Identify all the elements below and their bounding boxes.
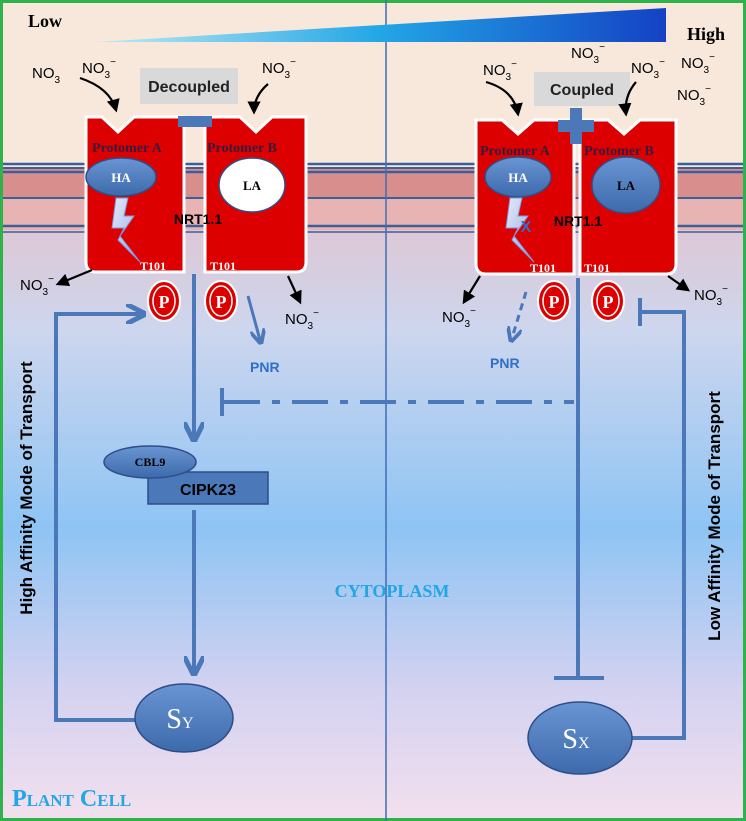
nitrate-ion-label: NO3−	[571, 42, 605, 66]
nitrate-ion-label: NO3−	[20, 274, 54, 298]
ha-site-right	[484, 156, 552, 198]
coupled-label-box	[534, 72, 630, 106]
signal-bolt-icon	[111, 197, 141, 263]
protomer-b-label-left: Protomer B	[207, 141, 277, 156]
nitrate-ion-label: NO3−	[694, 284, 728, 308]
coupled-label: Coupled	[550, 82, 614, 99]
nitrate-gradient-wedge	[95, 8, 666, 42]
nitrate-ion-label: NO3−	[285, 308, 319, 332]
signaling-arrows-left	[54, 274, 260, 722]
ha-label-right: HA	[508, 170, 528, 185]
ha-site-left	[85, 157, 157, 197]
nitrate-ion-label: NO3	[32, 65, 61, 86]
high-affinity-mode-label: High Affinity Mode of Transport	[17, 361, 36, 615]
nitrate-ion-label: NO3−	[442, 306, 476, 330]
la-label-left: LA	[243, 178, 262, 193]
decoupled-label-box	[140, 68, 238, 104]
cytoplasm-label: CYTOPLASM	[335, 581, 450, 601]
gradient-low-label: Low	[28, 11, 62, 31]
nitrate-ion-label: NO3−	[631, 57, 665, 81]
signal-sy-label: SY	[166, 704, 194, 735]
nrt11-label-right: NRT1.1	[554, 213, 602, 229]
t101-label-b-left: T101	[210, 259, 236, 273]
phospho-badge-right-b: P	[591, 280, 625, 322]
pnr-label-left: PNR	[250, 359, 280, 375]
plant-cell-label: Plant Cell	[12, 786, 131, 812]
protomer-a-label-right: Protomer A	[480, 144, 551, 159]
blocked-mark: X	[521, 219, 532, 236]
nitrate-ions: NO3 NO3− NO3− NO3− NO3− NO3− NO3− NO3− N…	[20, 42, 728, 332]
ha-label-left: HA	[111, 170, 131, 185]
nitrate-ion-label: NO3−	[677, 84, 711, 108]
gradient-high-label: High	[687, 24, 725, 44]
nrt11-label-left: NRT1.1	[174, 211, 222, 227]
low-affinity-mode-label: Low Affinity Mode of Transport	[705, 391, 724, 641]
phospho-badge-left-a: P	[147, 280, 181, 322]
phospho-badge-left-b: P	[204, 280, 238, 322]
cytoplasm-region	[0, 168, 746, 821]
la-site-right	[591, 156, 661, 214]
nitrate-transport-arrows-right	[462, 80, 691, 305]
phospho-label: P	[549, 292, 560, 312]
t101-label-b-right: T101	[584, 261, 610, 275]
coupled-plus-symbol	[558, 108, 594, 144]
t101-label-a-left: T101	[140, 259, 166, 273]
phospho-badge-right-a: P	[537, 280, 571, 322]
signal-sx-label: SX	[562, 724, 590, 755]
protomer-a-label-left: Protomer A	[92, 141, 163, 156]
pnr-label-right: PNR	[490, 355, 520, 371]
la-label-right: LA	[617, 178, 636, 193]
cbl9-ellipse	[103, 445, 197, 479]
cipk23-label: CIPK23	[180, 482, 236, 499]
phospho-label: P	[603, 292, 614, 312]
nitrate-ion-label: NO3−	[483, 59, 517, 83]
decoupled-minus-symbol	[178, 116, 212, 127]
signaling-arrows-right	[512, 278, 686, 740]
t101-label-a-right: T101	[530, 261, 556, 275]
nitrate-ion-label: NO3−	[681, 52, 715, 76]
nitrate-ion-label: NO3−	[262, 57, 296, 81]
nitrate-transport-arrows-left	[55, 76, 302, 305]
inhibition-line-pnr	[220, 388, 574, 416]
decoupled-label: Decoupled	[148, 79, 230, 96]
protomer-b-label-right: Protomer B	[584, 144, 654, 159]
cbl9-label: CBL9	[135, 455, 166, 469]
nitrate-ion-label: NO3−	[82, 57, 116, 81]
phospho-label: P	[159, 292, 170, 312]
phospho-label: P	[216, 292, 227, 312]
la-site-left	[218, 157, 286, 213]
signal-sy-ellipse	[134, 683, 234, 753]
signal-sx-ellipse	[527, 701, 633, 775]
signal-bolt-icon	[505, 197, 535, 263]
